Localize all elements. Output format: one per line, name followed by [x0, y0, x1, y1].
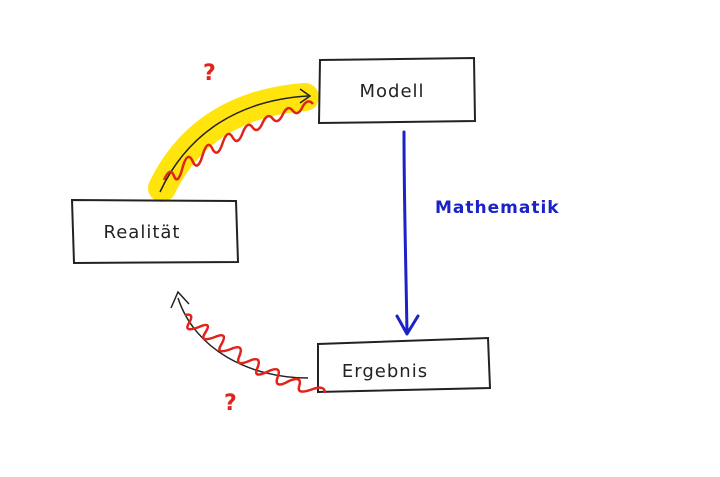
arrow-modell-to-ergebnis: [395, 130, 420, 336]
arrow-ergebnis-to-realitaet: [170, 290, 309, 379]
box-realitaet-label: Realität: [104, 222, 181, 243]
box-modell-label: Modell: [359, 81, 424, 102]
question-mark-lower: ?: [224, 391, 237, 416]
wavy-line-lower: [184, 313, 327, 394]
mathematik-label: Mathematik: [435, 198, 560, 218]
wavy-line-upper: [162, 100, 314, 181]
box-modell: Modell: [317, 56, 477, 125]
box-ergebnis-label: Ergebnis: [342, 361, 428, 382]
box-realitaet: Realität: [70, 198, 240, 265]
box-ergebnis: Ergebnis: [317, 336, 492, 394]
question-mark-upper: ?: [203, 61, 216, 86]
